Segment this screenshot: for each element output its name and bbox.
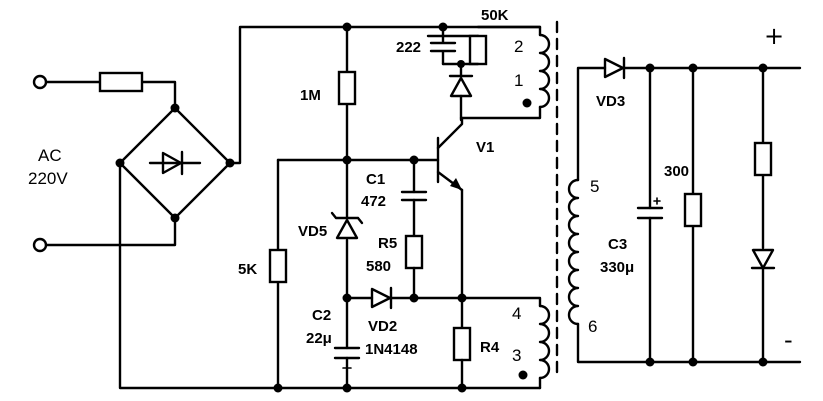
c3-label: C3 — [608, 236, 627, 253]
r4-label: R4 — [480, 339, 500, 356]
pin-2-label: 2 — [514, 37, 523, 56]
pin-6-label: 6 — [588, 317, 597, 336]
resistor-300-label: 300 — [664, 163, 689, 180]
capacitor-c3: C3 330μ — [600, 63, 664, 367]
ac-label: AC — [38, 146, 62, 165]
resistor-5k: 5K — [238, 158, 288, 393]
c1-value-label: 472 — [361, 193, 386, 210]
voltage-label: 220V — [28, 169, 68, 188]
zener-vd5: VD5 — [298, 158, 364, 300]
transistor-label: V1 — [476, 139, 494, 156]
c2-value-label: 22μ — [306, 330, 332, 347]
diode-vd3: VD3 — [596, 56, 802, 110]
r5-label: R5 — [378, 235, 397, 252]
bridge-diode-symbol — [161, 151, 183, 175]
capacitor-c2: C2 22μ — [306, 296, 361, 393]
pin-5-label: 5 — [590, 177, 599, 196]
resistor-1m-label: 1M — [300, 87, 321, 104]
vd5-label: VD5 — [298, 223, 327, 240]
positive-terminal-label: + — [764, 22, 784, 50]
input-fuse-resistor — [98, 71, 144, 93]
vd3-label: VD3 — [596, 93, 625, 110]
vd2-label: VD2 — [368, 318, 397, 335]
resistor-1m: 1M — [300, 22, 357, 162]
resistor-5k-label: 5K — [238, 261, 257, 278]
c1-r5-network: C1 472 R5 580 — [361, 158, 428, 300]
c3-value-label: 330μ — [600, 259, 634, 276]
transformer-winding-1-2: 2 1 — [459, 25, 551, 120]
ac-input: AC 220V — [28, 71, 177, 253]
bridge-rectifier — [115, 103, 235, 223]
feedback-network: VD2 1N4148 4 3 — [342, 286, 551, 390]
pin-3-label: 3 — [512, 346, 521, 365]
resistor-300: 300 — [664, 63, 703, 367]
c1-label: C1 — [366, 171, 385, 188]
capacitor-222-label: 222 — [396, 39, 421, 56]
resistor-50k-label: 50K — [481, 7, 509, 24]
c2-label: C2 — [312, 307, 331, 324]
negative-terminal-label: - — [784, 326, 793, 354]
pin-1-label: 1 — [514, 71, 523, 90]
led-indicator — [750, 63, 776, 367]
resistor-r4: R4 — [452, 293, 500, 393]
r5-value-label: 580 — [366, 258, 391, 275]
secondary-winding: 5 6 — [567, 66, 802, 364]
snubber-network: 222 50K — [396, 7, 509, 122]
pin-4-label: 4 — [512, 304, 521, 323]
vd2-value-label: 1N4148 — [365, 341, 418, 358]
